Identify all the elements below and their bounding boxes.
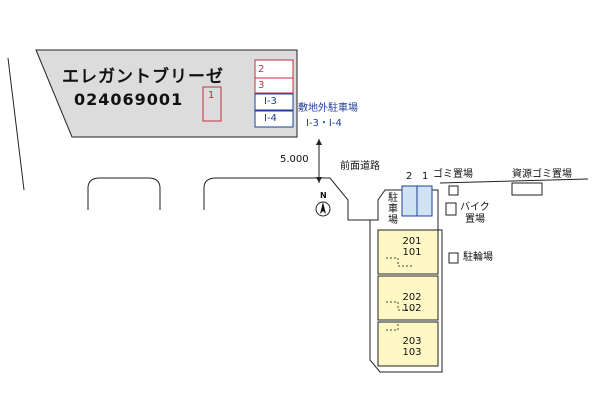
parking-space-2-label: 2 — [406, 171, 413, 182]
parking-label-char-1: 駐 — [388, 193, 398, 204]
unit-upper-201: 201 — [402, 236, 422, 247]
bicycle-label: 駐輪場 — [463, 252, 493, 263]
unit-block-202-102 — [377, 275, 439, 321]
bike-label-line1: バイク — [460, 202, 490, 213]
unit-upper-202: 202 — [402, 292, 422, 303]
unit-block-203-103 — [377, 321, 439, 367]
road-width-label: 5.000 — [280, 154, 309, 165]
unit-upper-203: 203 — [402, 336, 422, 347]
offsite-space-i3 — [254, 93, 294, 111]
stair-outline-3 — [386, 322, 399, 331]
garbage-box — [448, 185, 459, 196]
lot-space-1 — [202, 86, 222, 122]
lot-space-3 — [254, 77, 294, 94]
bicycle-box — [448, 252, 459, 264]
parking-space-1-label: 1 — [422, 171, 429, 182]
offsite-parking-spaces: I-3・I-4 — [306, 118, 342, 129]
unit-lower-101: 101 — [402, 247, 422, 258]
curb-left — [87, 177, 161, 210]
offsite-space-i3-label: I-3 — [264, 96, 277, 107]
upper-building-block — [35, 49, 298, 138]
building-code: 024069001 — [74, 90, 184, 109]
stair-outline-1 — [386, 257, 414, 267]
lot-space-3-label: 3 — [258, 80, 265, 91]
curb-middle — [203, 177, 370, 221]
unit-block-201-101 — [377, 229, 439, 275]
bike-box — [445, 202, 457, 216]
compass-label: N — [320, 191, 327, 200]
unit-label-202-102: 202 102 — [398, 292, 426, 314]
offsite-space-i4 — [254, 110, 294, 128]
parking-label: 駐 車 場 — [387, 193, 399, 226]
unit-label-203-103: 203 103 — [398, 336, 426, 358]
left-boundary-line — [7, 57, 25, 191]
recycling-box — [511, 182, 543, 196]
offsite-parking-title: 敷地外駐車場 — [298, 103, 358, 114]
dimension-arrow-top — [316, 139, 322, 145]
stair-outline-2 — [386, 301, 414, 311]
parking-label-char-2: 車 — [388, 204, 398, 215]
recycling-label: 資源ゴミ置場 — [512, 169, 572, 180]
compass-needle — [320, 202, 326, 214]
road-edge-right — [439, 178, 589, 184]
unit-label-201-101: 201 101 — [398, 236, 426, 258]
building-name: エレガントブリーゼ — [62, 67, 224, 87]
parking-label-char-3: 場 — [388, 215, 398, 226]
road-label: 前面道路 — [340, 161, 380, 172]
lot-space-1-label: 1 — [208, 90, 215, 101]
garbage-label: ゴミ置場 — [433, 169, 473, 180]
unit-lower-102: 102 — [402, 303, 422, 314]
unit-lower-103: 103 — [402, 347, 422, 358]
lot-space-2-label: 2 — [258, 64, 265, 75]
bike-label-line2: 置場 — [465, 214, 485, 225]
offsite-space-i4-label: I-4 — [264, 113, 277, 124]
